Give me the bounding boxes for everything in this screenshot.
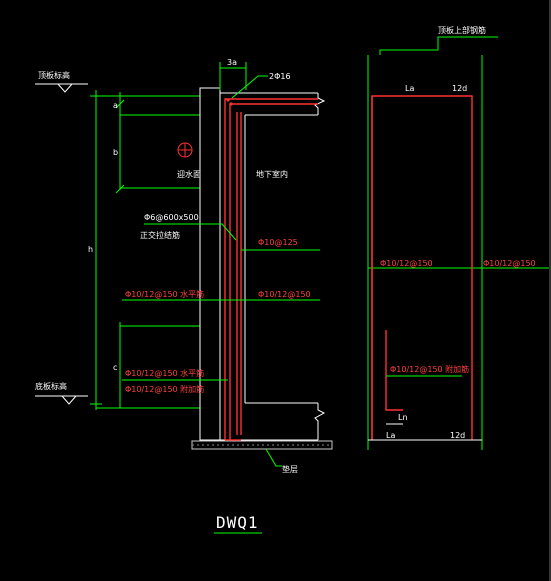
left-horizontal-bar-1: Φ10/12@150 水平筋: [125, 289, 204, 299]
basement-label: 地下室内: [256, 169, 288, 179]
bedding-layer: [191, 440, 333, 450]
dim-middle: b: [113, 148, 118, 157]
stirrup-label: Φ6@600x500: [144, 213, 199, 222]
top-bar-width-label: 3a: [227, 58, 237, 67]
right-bottom-ln: Ln: [398, 413, 408, 422]
bottom-elevation-marker: [35, 395, 88, 405]
dim-height: h: [88, 245, 93, 254]
dim-lower: c: [113, 363, 117, 372]
inner-vertical-bar: Φ10@125: [258, 238, 298, 247]
bottom-elevation-label: 底板标高: [35, 381, 67, 391]
dim-small: a: [113, 101, 118, 110]
top-elevation-marker: [35, 83, 88, 93]
left-horizontal-bar-3: Φ10/12@150 附加筋: [125, 384, 204, 394]
bedding-leader: [265, 448, 282, 467]
right-top-label: 顶板上部钢筋: [438, 25, 486, 35]
water-side-symbol: [177, 142, 193, 158]
right-mid-right-bar: Φ10/12@150: [483, 259, 536, 268]
left-horizontal-bar-2: Φ10/12@150 水平筋: [125, 368, 204, 378]
right-top-left-dim: La: [405, 84, 414, 93]
top-bars-leader: [231, 75, 268, 99]
right-lower-bar: Φ10/12@150 附加筋: [390, 364, 469, 374]
right-bottom-right-dim: 12d: [450, 431, 465, 440]
bar-dots: [226, 98, 233, 106]
right-bottom-dims: [368, 423, 482, 441]
right-reinforcement: [371, 95, 473, 440]
right-top-leader: [379, 36, 498, 55]
right-dimension-lines: [367, 55, 549, 450]
top-elevation-label: 顶板标高: [38, 70, 70, 80]
stirrup-leader: [144, 223, 237, 241]
right-mid-left-bar: Φ10/12@150: [380, 259, 433, 268]
stirrup-note: 正交拉结筋: [140, 230, 180, 240]
top-bar-width-dim: [219, 62, 247, 90]
bedding-label: 垫层: [282, 464, 298, 474]
wall-outline: [199, 87, 326, 441]
reinforcement-bars: [224, 98, 318, 441]
water-side-label: 迎水面: [177, 169, 201, 179]
right-horizontal-bar: Φ10/12@150: [258, 290, 311, 299]
right-bottom-la: La: [386, 431, 395, 440]
drawing-title: DWQ1: [216, 513, 259, 532]
height-dimension-lines: [90, 90, 200, 410]
right-top-right-dim: 12d: [452, 84, 467, 93]
top-bars-label: 2Φ16: [269, 72, 291, 81]
